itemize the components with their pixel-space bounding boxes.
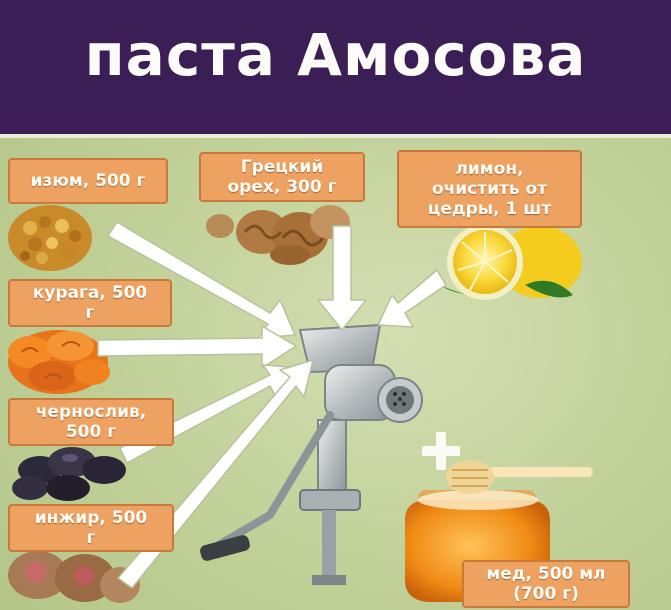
walnuts-image: [206, 205, 350, 265]
prunes-label: чернослив, 500 г: [8, 398, 174, 446]
honey-label-line1: мед, 500 мл: [486, 564, 606, 584]
apricot-label-line1: курага, 500: [32, 283, 148, 303]
walnut-label-line1: Грецкий: [240, 157, 324, 177]
figs-label: инжир, 500 г: [8, 504, 174, 552]
raisins-image: [8, 205, 92, 271]
arrow-icon: [317, 225, 367, 331]
raisins-label: изюм, 500 г: [8, 158, 168, 204]
honey-label-line2: (700 г): [513, 584, 579, 604]
arrow-icon: [107, 221, 296, 339]
prunes-label-line2: 500 г: [65, 422, 117, 442]
page-title: паста Амосова: [84, 21, 587, 89]
lemon-label-line2: очистить от: [431, 179, 548, 199]
prunes-image: [12, 447, 126, 501]
walnut-label-line2: орех, 300 г: [227, 177, 337, 197]
walnut-label: Грецкий орех, 300 г: [199, 152, 365, 202]
prunes-label-line1: чернослив,: [35, 402, 147, 422]
lemon-label-line1: лимон,: [455, 159, 524, 179]
lemon-image: [440, 224, 582, 300]
apricot-label: курага, 500 г: [8, 279, 172, 327]
apricot-label-line2: г: [85, 303, 95, 323]
arrow-icon: [377, 269, 447, 328]
meat-grinder-image: [200, 323, 423, 585]
honey-label: мед, 500 мл (700 г): [462, 560, 630, 608]
figs-image: [8, 551, 140, 603]
raisins-label-text: изюм, 500 г: [30, 171, 146, 191]
header-banner: паста Амосова: [0, 0, 671, 138]
plus-icon: [420, 430, 462, 472]
figs-label-line2: г: [86, 528, 96, 548]
dried-apricots-image: [8, 330, 110, 394]
lemon-label-line3: цедры, 1 шт: [427, 199, 552, 219]
lemon-label: лимон, очистить от цедры, 1 шт: [397, 150, 582, 228]
figs-label-line1: инжир, 500: [34, 508, 148, 528]
arrow-icon: [97, 325, 297, 369]
